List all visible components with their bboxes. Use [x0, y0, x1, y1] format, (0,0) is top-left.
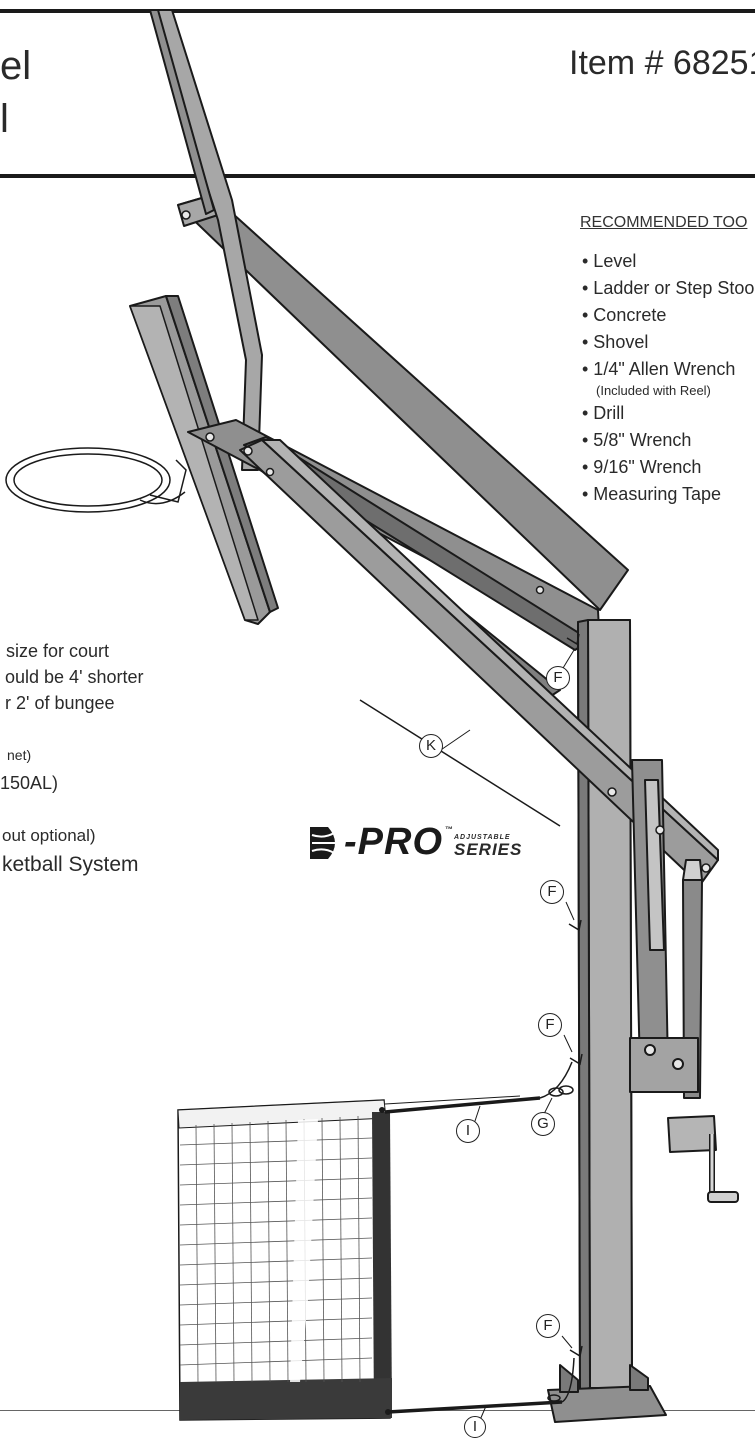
tools-heading: RECOMMENDED TOO [580, 214, 748, 231]
title-line-1: el [0, 44, 32, 88]
callout-f: F [536, 1314, 560, 1338]
tool-item: • Shovel [582, 332, 649, 352]
tool-item-note: (Included with Reel) [596, 383, 711, 398]
note-line-3: r 2' of bungee [5, 693, 115, 713]
note-line-2: ould be 4' shorter [5, 667, 144, 687]
logo-series: SERIES [454, 840, 523, 859]
tools-list: • Level • Ladder or Step Stoo • Concrete… [582, 248, 754, 508]
callout-f: F [540, 880, 564, 904]
callout-g: G [531, 1112, 555, 1136]
tool-item: • Level [582, 251, 637, 271]
tool-item: • Measuring Tape [582, 484, 722, 504]
callout-i: I [456, 1119, 480, 1143]
callout-f: F [538, 1013, 562, 1037]
basketball-logo-icon [310, 827, 338, 859]
note-line-6: out optional) [2, 826, 96, 845]
tool-item: • 9/16" Wrench [582, 457, 702, 477]
tool-item: • 5/8" Wrench [582, 430, 692, 450]
logo-wordmark: -PRO [344, 821, 443, 863]
callout-i: I [464, 1416, 486, 1438]
tool-item: • Concrete [582, 305, 667, 325]
title-line-2: l [0, 97, 9, 141]
item-number: Item # 68251 [569, 44, 755, 82]
tool-item: • 1/4" Allen Wrench(Included with Reel) [582, 356, 754, 398]
logo-adjustable: ADJUSTABLE [454, 834, 511, 841]
note-line-7: ketball System [2, 853, 139, 876]
logo-series-block: ADJUSTABLE SERIES [454, 834, 522, 858]
tool-item: • Ladder or Step Stoo [582, 278, 755, 298]
callout-f: F [546, 666, 570, 690]
tool-item: • Drill [582, 403, 625, 423]
callout-k: K [419, 734, 443, 758]
note-line-5: 150AL) [0, 773, 59, 793]
note-line-4: net) [7, 747, 32, 763]
header-bottom-rule [0, 174, 755, 178]
header-top-rule [0, 9, 755, 13]
logo-trademark: ™ [445, 825, 453, 834]
note-line-1: size for court [6, 641, 110, 661]
dpro-series-logo: -PRO ™ ADJUSTABLE SERIES [308, 823, 522, 861]
